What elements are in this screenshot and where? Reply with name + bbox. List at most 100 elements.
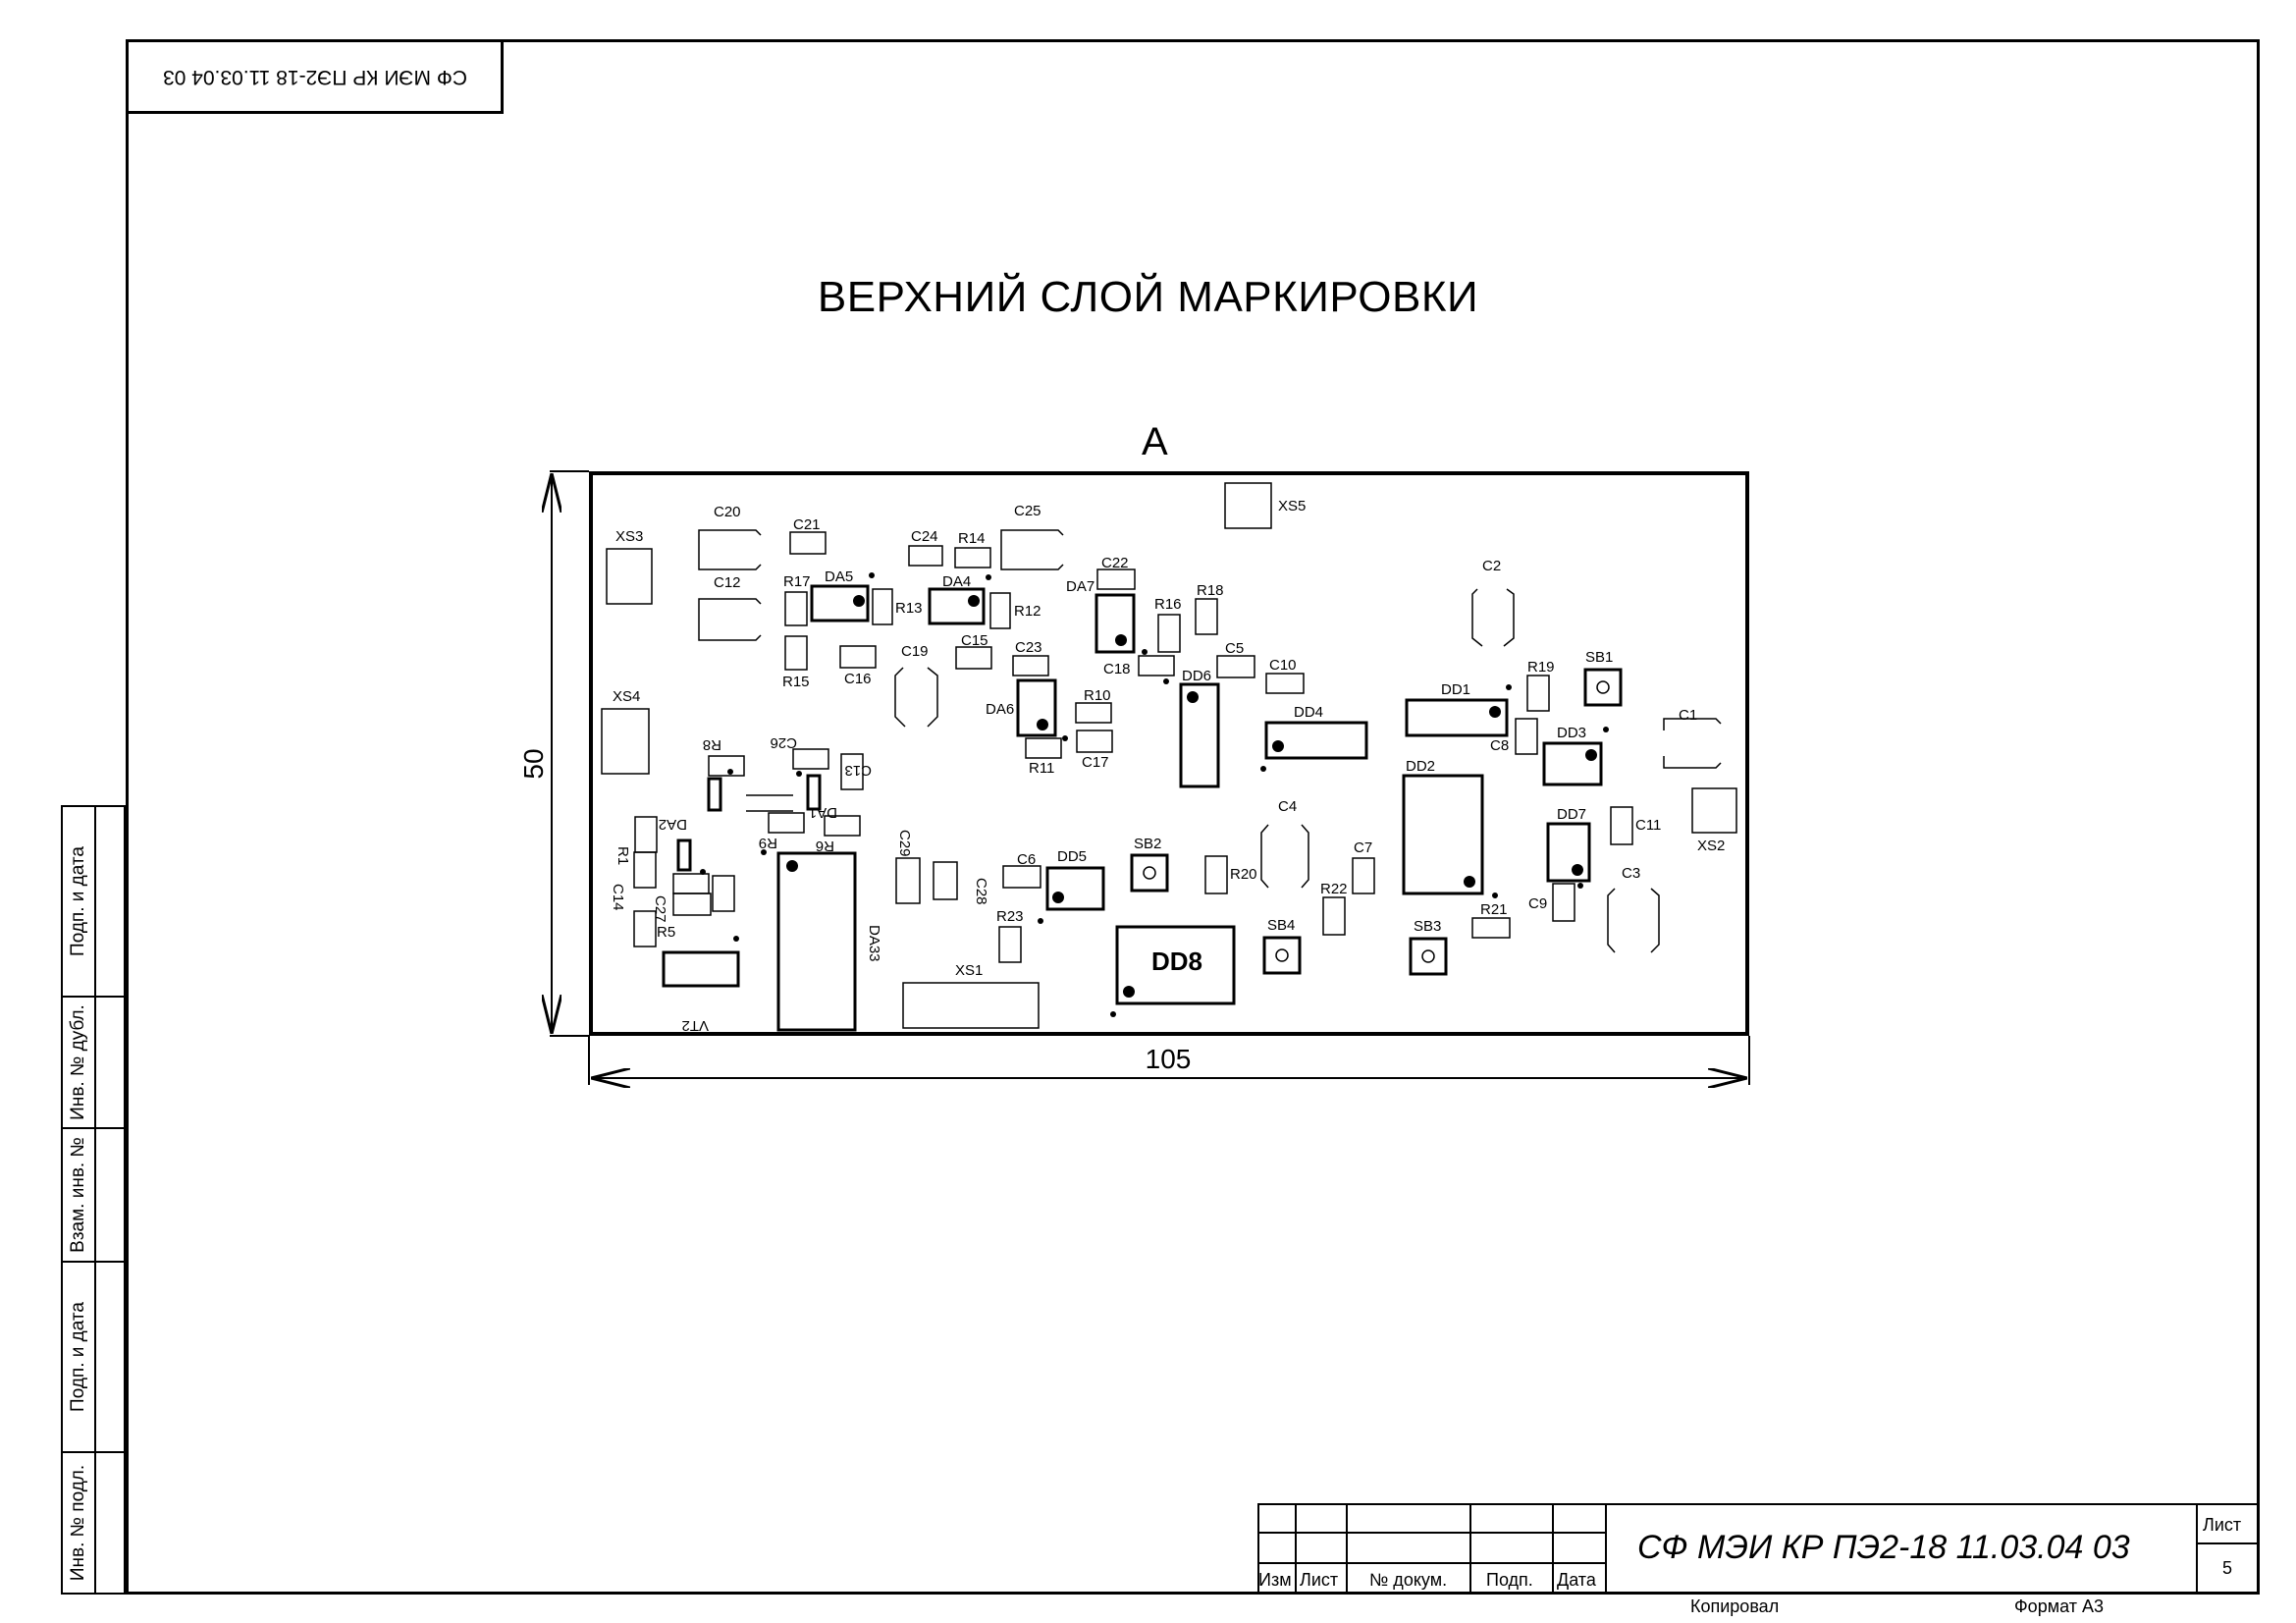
- button-sb1: [1583, 668, 1623, 707]
- label-c17: C17: [1082, 754, 1109, 771]
- pin1-dot: [1123, 986, 1135, 998]
- view-label: А: [1142, 420, 1168, 463]
- capacitor-c19: [894, 667, 938, 728]
- transistor-vt2: [662, 950, 740, 988]
- resistor-r10: [1075, 702, 1112, 724]
- pin1-dot: [1052, 892, 1064, 903]
- label-xs1: XS1: [955, 962, 983, 979]
- capacitor-c2: [1471, 588, 1515, 647]
- resistor-r12: [989, 592, 1011, 629]
- pin1-dot: [1464, 876, 1475, 888]
- pin1-dot: [1272, 740, 1284, 752]
- label-r6: R9: [759, 835, 777, 851]
- capacitor-c21: [789, 531, 827, 555]
- document-number: СФ МЭИ КР ПЭ2-18 11.03.04 03: [1637, 1529, 2130, 1566]
- capacitor-c26: [792, 748, 829, 770]
- label-r19: R19: [1527, 659, 1555, 676]
- button-dot: [1596, 680, 1610, 694]
- side-column-sign-date-1: Подп. и дата: [61, 805, 126, 998]
- capacitor-c23: [1012, 655, 1049, 676]
- capacitor-c13: [840, 753, 864, 790]
- resistor-r7: [712, 875, 735, 912]
- label-dd6: DD6: [1182, 668, 1211, 684]
- pin1-dot: [853, 595, 865, 607]
- pin1-dot: [1572, 864, 1583, 876]
- pin1-dot: [1115, 634, 1127, 646]
- tb-header-date: Дата: [1557, 1570, 1596, 1590]
- capacitor-c6: [1002, 865, 1041, 889]
- pin1-dot: [786, 860, 798, 872]
- copied-label: Копировал: [1690, 1596, 1780, 1616]
- resistor-r18: [1195, 598, 1218, 635]
- label-c7: C7: [1354, 839, 1372, 856]
- label-c20: C20: [714, 504, 741, 520]
- label-dd8: DD8: [1151, 947, 1202, 976]
- resistor-r4: [672, 873, 710, 894]
- label-r14: R14: [958, 530, 986, 547]
- label-dd7: DD7: [1557, 806, 1586, 823]
- label-c28: C28: [973, 878, 989, 905]
- button-sb2: [1130, 853, 1169, 893]
- capacitor-c4: [1260, 824, 1309, 889]
- button-dot: [1143, 866, 1156, 880]
- label-da6: DA6: [986, 701, 1014, 718]
- ic-dd1: [1405, 698, 1509, 737]
- label-vt2: VT2: [681, 1017, 709, 1034]
- label-xs3: XS3: [615, 528, 643, 545]
- capacitor-c1: [1663, 718, 1722, 769]
- label-c11: C11: [1635, 817, 1661, 834]
- button-sb4: [1262, 936, 1302, 975]
- tb-header-doc: № докум.: [1369, 1570, 1448, 1590]
- format-label: Формат А3: [2014, 1596, 2104, 1616]
- resistor-r5: [633, 910, 657, 947]
- side-column-sign-date-2: Подп. и дата: [61, 1261, 126, 1453]
- capacitor-c15: [955, 646, 992, 670]
- label-da1: DA1: [809, 804, 837, 821]
- label-da2: DA2: [659, 816, 687, 833]
- ic-dd5: [1045, 866, 1105, 911]
- label-sb2: SB2: [1134, 836, 1161, 852]
- drawing-frame: [126, 39, 2260, 1595]
- label-c21: C21: [793, 516, 821, 533]
- label-dd5: DD5: [1057, 848, 1087, 865]
- ic-da5: [810, 584, 870, 622]
- label-r12: R12: [1014, 603, 1041, 620]
- side-label: Подп. и дата: [68, 1302, 88, 1412]
- label-sb4: SB4: [1267, 917, 1295, 934]
- label-c24: C24: [911, 528, 938, 545]
- side-column-orig-inv: Инв. № подл.: [61, 1451, 126, 1595]
- top-stamp: СФ МЭИ КР ПЭ2-18 11.03.04 03: [126, 39, 504, 114]
- connector-xs4: [601, 708, 650, 775]
- label-r15: R15: [782, 674, 810, 690]
- label-r22: R22: [1320, 881, 1348, 897]
- ic-da2: [676, 839, 692, 872]
- label-c12: C12: [714, 574, 741, 591]
- height-dim-text: 50: [518, 748, 549, 779]
- pcb-outline: [589, 471, 1749, 1036]
- resistor-r6: [768, 812, 805, 834]
- width-dim-text: 105: [1146, 1044, 1192, 1074]
- label-c18: C18: [1103, 661, 1131, 677]
- ic-dd2: [1402, 774, 1484, 895]
- side-label: Инв. № подл.: [68, 1464, 88, 1582]
- label-r18: R18: [1197, 582, 1224, 599]
- capacitor-c8: [1515, 718, 1538, 755]
- tb-row-line: [1257, 1562, 1607, 1564]
- label-c29: C29: [896, 830, 913, 857]
- connector-xs1: [902, 982, 1040, 1029]
- ic-da7: [1095, 593, 1136, 654]
- label-dd2: DD2: [1406, 758, 1435, 775]
- label-dd3: DD3: [1557, 725, 1586, 741]
- resistor-r21: [1471, 917, 1511, 939]
- capacitor-c22: [1096, 568, 1136, 590]
- tb-row-line: [1257, 1532, 1607, 1534]
- label-da5: DA5: [825, 568, 853, 585]
- ic-da6: [1016, 678, 1057, 737]
- label-r16: R16: [1154, 596, 1182, 613]
- ic-da4: [928, 587, 986, 625]
- label-c10: C10: [1269, 657, 1297, 674]
- pin1-dot: [1489, 706, 1501, 718]
- label-c9: C9: [1528, 895, 1547, 912]
- resistor-r20: [1204, 855, 1228, 894]
